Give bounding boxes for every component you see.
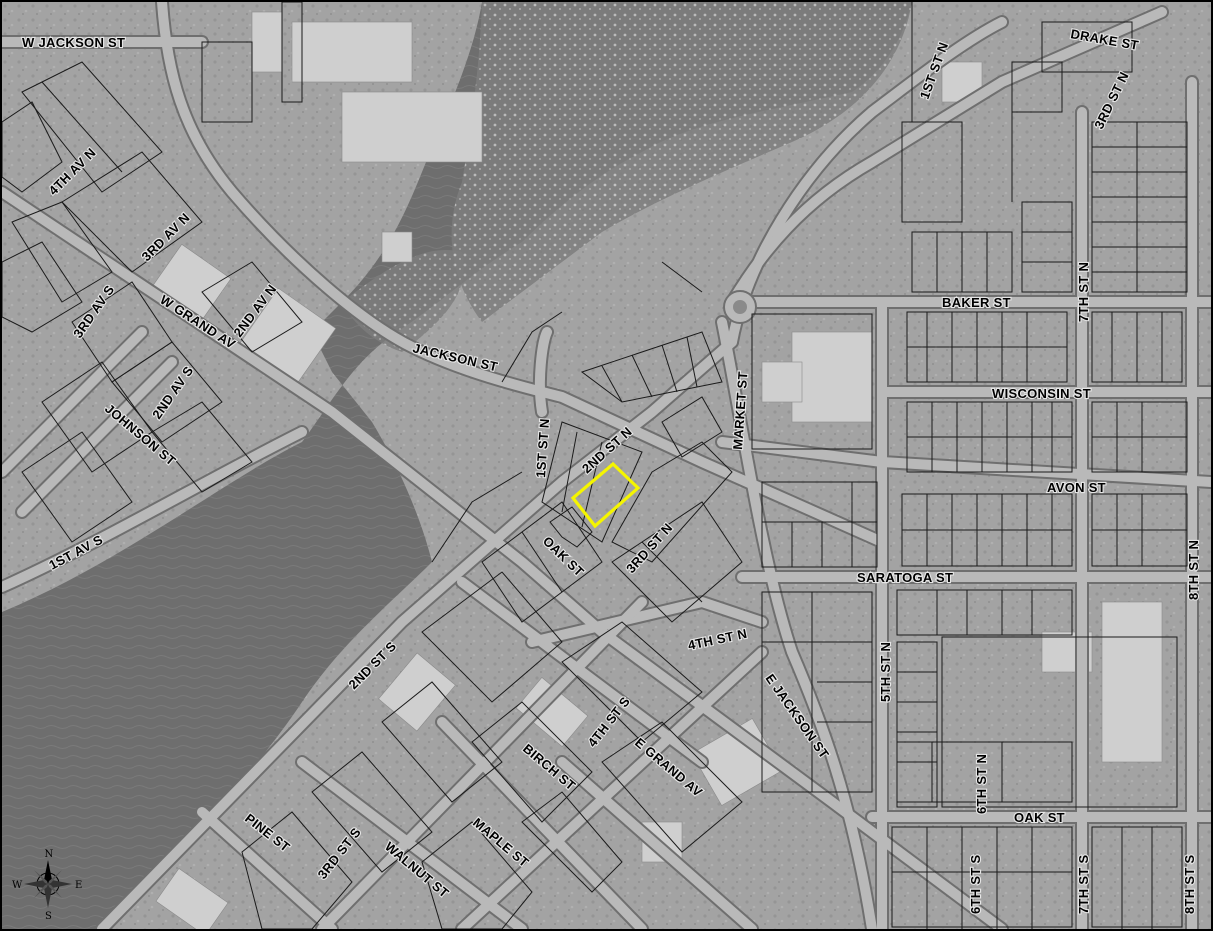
compass-s: S — [45, 911, 52, 922]
street-label-6th-st-s: 6TH ST S — [968, 855, 983, 914]
street-label-8th-st-n: 8TH ST N — [1186, 540, 1201, 600]
irregular-parcel — [549, 506, 593, 548]
river-rapids — [451, 2, 912, 322]
building-footprints — [152, 11, 1163, 929]
street-label-1st-st-n: 1ST ST N — [533, 418, 552, 478]
street-label-6th-st-n: 6TH ST N — [974, 754, 989, 814]
street-label-7th-st-s: 7TH ST S — [1076, 855, 1091, 914]
street-label-w-jackson-st: W JACKSON ST — [22, 35, 125, 50]
parcel-lines — [2, 2, 1188, 929]
street-label-8th-st-s: 8TH ST S — [1182, 855, 1197, 914]
compass-north-arrow-icon — [44, 860, 52, 884]
street-label-5th-st-n: 5TH ST N — [878, 642, 893, 702]
compass-e: E — [75, 880, 82, 891]
river — [2, 2, 912, 929]
street-label-oak-st-east: OAK ST — [1014, 810, 1065, 825]
highlighted-parcel[interactable] — [570, 461, 641, 529]
street-label-wisconsin-st: WISCONSIN ST — [992, 386, 1091, 401]
compass-rose: N S E W — [12, 849, 82, 922]
compass-n: N — [45, 849, 54, 860]
street-label-avon-st: AVON ST — [1047, 480, 1106, 495]
street-label-market-st: MARKET ST — [730, 371, 750, 450]
street-label-saratoga-st: SARATOGA ST — [857, 570, 953, 585]
street-label-7th-st-n: 7TH ST N — [1076, 262, 1091, 322]
street-label-baker-st: BAKER ST — [942, 295, 1011, 310]
roundabout-island — [733, 300, 747, 314]
compass-w: W — [12, 880, 23, 891]
